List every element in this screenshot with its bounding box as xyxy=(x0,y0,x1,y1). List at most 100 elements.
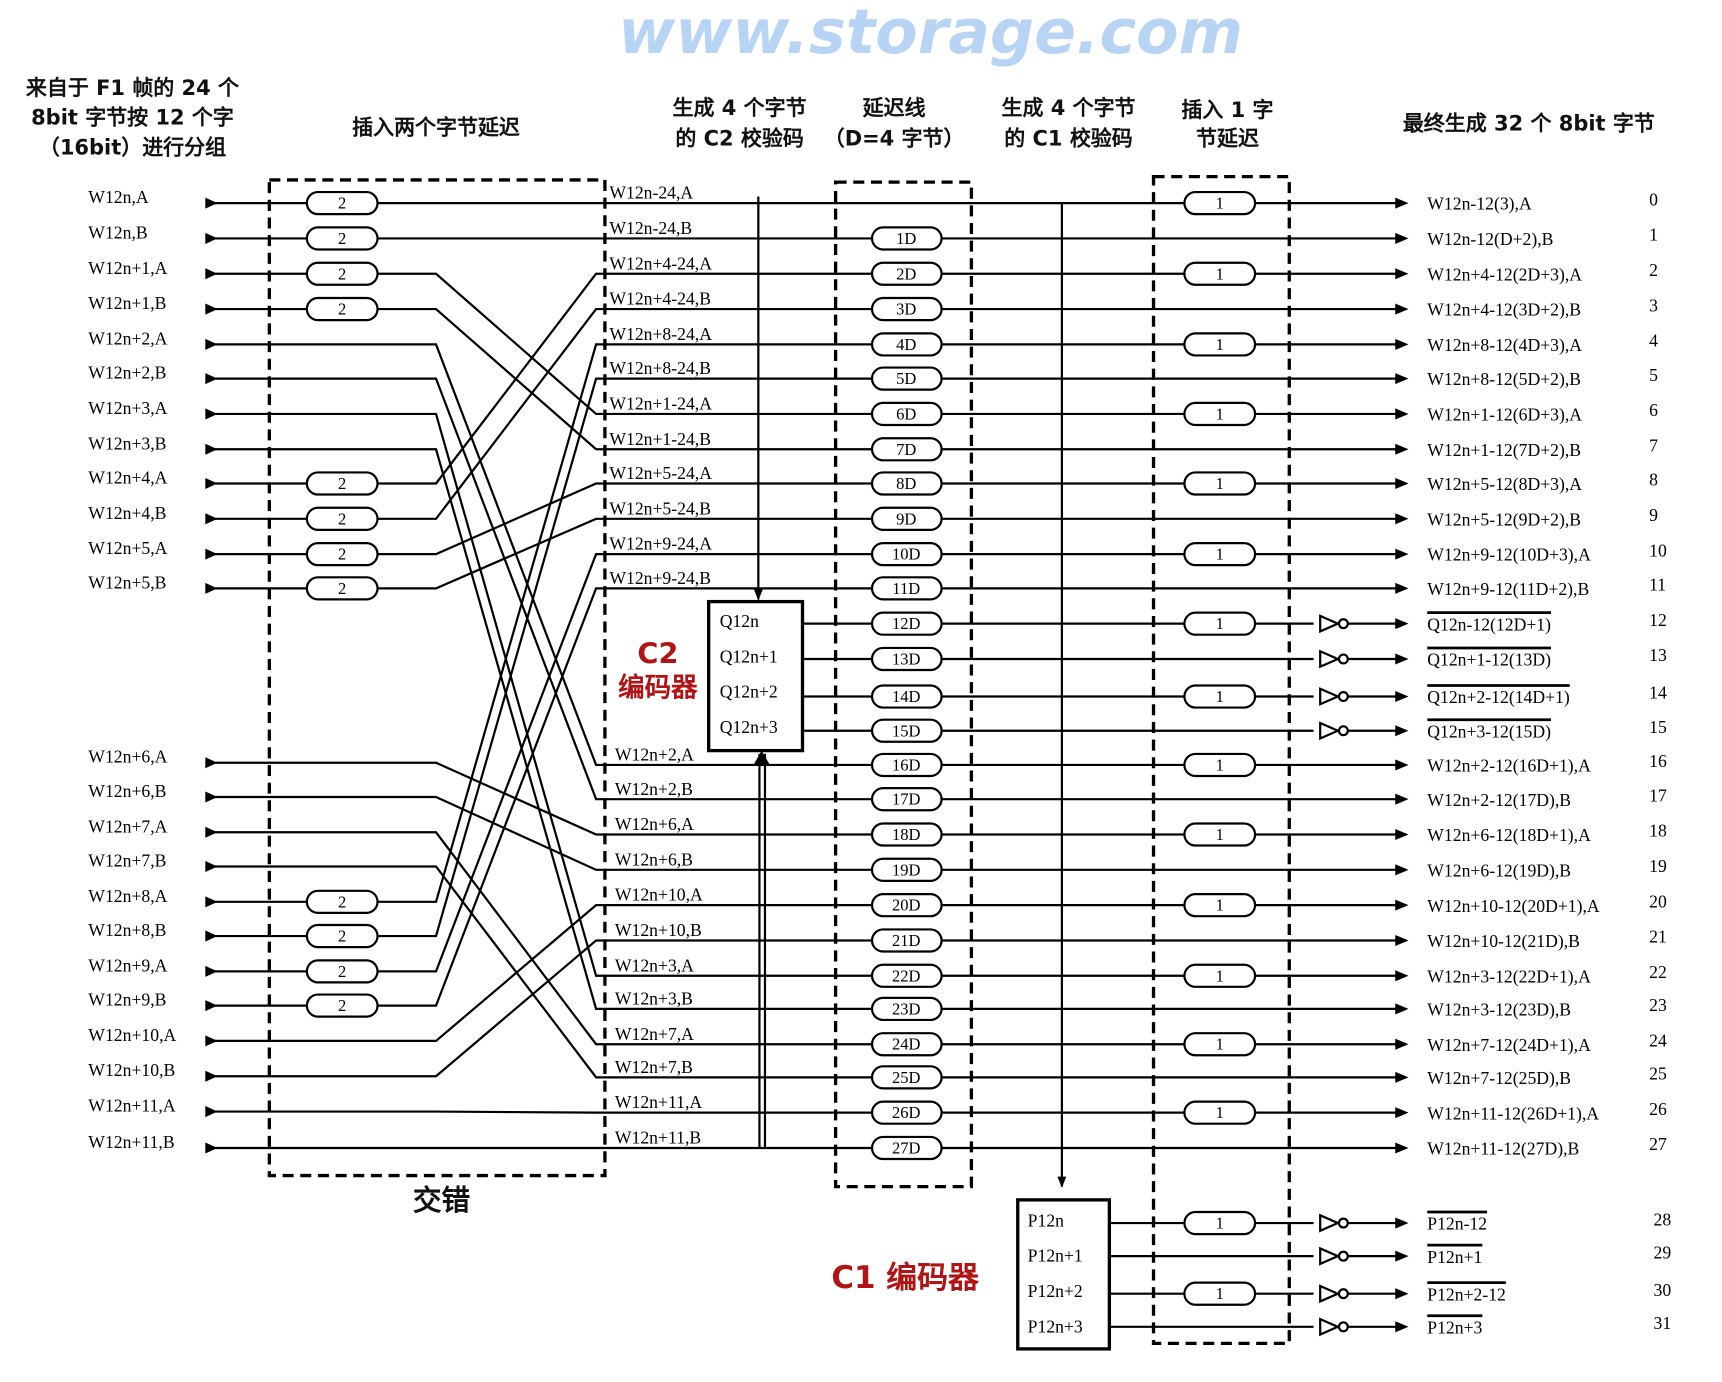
output-label: W12n+11-12(27D),B xyxy=(1427,1139,1579,1159)
delay-line-label: 19D xyxy=(892,860,921,879)
c1-output-label: P12n+2 xyxy=(1028,1281,1083,1301)
c2-output-label: Q12n+3 xyxy=(720,717,778,737)
output-number: 28 xyxy=(1654,1209,1672,1229)
output-number: 10 xyxy=(1649,540,1667,560)
signal-wire xyxy=(209,795,1402,871)
output-label: W12n+5-12(8D+3),A xyxy=(1427,474,1582,494)
output-number: 8 xyxy=(1649,470,1658,490)
output-number: 27 xyxy=(1649,1134,1667,1154)
delay1-oval xyxy=(1183,332,1257,357)
c1-encoder: P12n P12n+1 P12n+2 P12n+3 C1 编码器 xyxy=(831,203,1112,1351)
interleaved-label: W12n+10,A xyxy=(615,885,703,905)
delay2-oval xyxy=(305,226,379,251)
header-delay1: 插入 1 字 xyxy=(1181,98,1273,122)
input-label: W12n+3,B xyxy=(88,433,166,453)
delay1-oval xyxy=(1183,752,1257,778)
arrow-icon xyxy=(205,477,218,489)
delay1-label: 1 xyxy=(1216,1035,1224,1054)
inverter-icon xyxy=(1319,721,1341,741)
output-label: W12n+8-12(4D+3),A xyxy=(1427,335,1582,355)
c1-encoder-box xyxy=(1016,1198,1112,1351)
inverter-bubble-icon xyxy=(1337,1250,1349,1262)
arrow-icon xyxy=(205,197,218,209)
arrow-icon xyxy=(1395,828,1409,841)
arrow-icon xyxy=(1395,477,1409,489)
header-delay-line: 延迟线 xyxy=(862,96,926,120)
c1-encoder-title: C1 编码器 xyxy=(831,1260,980,1296)
arrow-icon xyxy=(205,408,218,420)
delay2-oval xyxy=(305,889,379,914)
arrow-icon xyxy=(1395,1321,1409,1333)
output-label: W12n+6-12(18D+1),A xyxy=(1427,825,1591,845)
arrow-icon xyxy=(205,930,218,942)
delay-line-label: 14D xyxy=(892,687,921,706)
delay1-label: 1 xyxy=(1216,896,1224,915)
output-label: W12n+11-12(26D+1),A xyxy=(1427,1103,1599,1123)
output-number: 3 xyxy=(1649,295,1658,315)
output-number: 15 xyxy=(1649,717,1667,737)
c2-encoder: Q12n Q12n+1 Q12n+2 Q12n+3 C2 编码器 xyxy=(618,196,805,1148)
output-label: W12n+10-12(20D+1),A xyxy=(1427,896,1600,916)
delay-line-oval xyxy=(870,963,943,988)
input-label: W12n+6,B xyxy=(88,781,166,801)
output-number: 7 xyxy=(1649,435,1658,455)
delay2-label: 2 xyxy=(338,509,346,528)
output-number: 1 xyxy=(1649,225,1658,245)
arrow-icon xyxy=(1395,653,1409,665)
arrow-icon xyxy=(205,826,218,838)
signal-wire xyxy=(209,939,1402,1078)
delay-line-oval xyxy=(870,506,943,531)
output-number: 5 xyxy=(1649,365,1658,385)
interleaved-label: W12n+8-24,B xyxy=(609,358,711,378)
input-label: W12n+5,A xyxy=(88,538,167,558)
input-label: W12n+10,B xyxy=(88,1060,175,1080)
output-label: Q12n+2-12(14D+1) xyxy=(1427,687,1570,707)
input-label: W12n+1,B xyxy=(88,293,166,313)
input-label: W12n+5,B xyxy=(88,572,166,592)
arrow-icon xyxy=(205,1070,218,1082)
interleaved-label: W12n+2,B xyxy=(615,779,693,799)
output-label: W12n-12(3),A xyxy=(1427,194,1532,214)
arrow-icon xyxy=(1395,582,1409,594)
interleaved-label: W12n+7,A xyxy=(615,1024,694,1044)
delay2-label: 2 xyxy=(338,996,346,1015)
output-label: Q12n+3-12(15D) xyxy=(1427,721,1551,741)
arrow-icon xyxy=(205,443,218,455)
input-label: W12n+11,A xyxy=(88,1096,176,1116)
output-number: 26 xyxy=(1649,1099,1667,1119)
input-label: W12n+2,A xyxy=(88,328,167,348)
input-label: W12n,B xyxy=(88,222,147,242)
output-label: W12n+7-12(24D+1),A xyxy=(1427,1035,1591,1055)
inverter-icon xyxy=(1319,1284,1341,1304)
arrow-icon xyxy=(205,1106,218,1118)
c1-output-label: P12n+1 xyxy=(1028,1246,1083,1266)
delay-line-label: 18D xyxy=(892,825,921,844)
interleaved-label: W12n+4-24,A xyxy=(609,253,712,273)
delay-line-oval xyxy=(870,928,943,953)
input-label: W12n+4,A xyxy=(88,467,167,487)
delay1-label: 1 xyxy=(1216,264,1224,283)
delay-line-label: 26D xyxy=(892,1103,921,1122)
delay-line-label: 23D xyxy=(892,999,921,1018)
arrow-icon xyxy=(1395,373,1409,385)
output-label: W12n+4-12(3D+2),B xyxy=(1427,300,1581,320)
delay1-label: 1 xyxy=(1216,474,1224,493)
delay2-label: 2 xyxy=(338,579,346,598)
inverter-icon xyxy=(1319,1213,1341,1233)
delay-line-oval xyxy=(870,366,943,391)
arrow-icon xyxy=(1395,759,1409,771)
input-label: W12n+9,B xyxy=(88,990,166,1010)
signal-wire xyxy=(209,448,1402,1011)
delay2-label: 2 xyxy=(338,229,346,248)
output-label: W12n+1-12(7D+2),B xyxy=(1427,440,1581,460)
output-label: W12n+8-12(5D+2),B xyxy=(1427,369,1581,389)
delay-line-oval xyxy=(870,437,943,462)
delay-line-oval xyxy=(870,646,943,672)
arrow-icon xyxy=(205,582,218,594)
arrow-icon xyxy=(1395,691,1409,703)
interleaved-label: W12n+5-24,A xyxy=(609,463,712,483)
input-label: W12n+1,A xyxy=(88,258,167,278)
arrow-icon xyxy=(205,965,218,977)
inverter-icon xyxy=(1319,687,1341,706)
